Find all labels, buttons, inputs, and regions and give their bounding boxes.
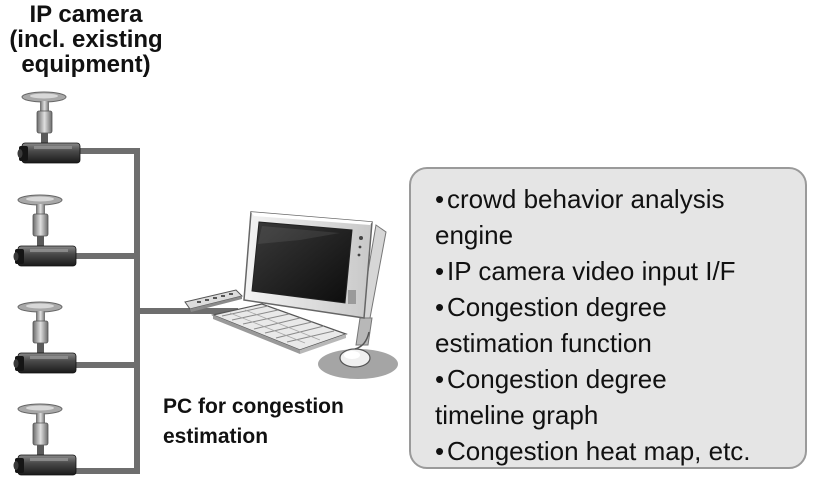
feature-text: engine <box>435 220 514 250</box>
feature-text: Congestion heat map, etc. <box>447 436 751 466</box>
feature-item-continuation: timeline graph <box>435 397 805 433</box>
feature-text: estimation function <box>435 328 652 358</box>
feature-text: Congestion degree <box>447 364 667 394</box>
keyboard-icon <box>210 303 348 354</box>
pc-label-line: estimation <box>163 425 269 448</box>
mouse-icon <box>339 331 371 368</box>
camera-label: IP camera (incl. existing equipment) <box>0 2 172 77</box>
ip-camera-icon <box>13 301 77 374</box>
feature-text: IP camera video input I/F <box>447 256 736 286</box>
camera-label-line: IP camera <box>29 1 143 28</box>
feature-item: •IP camera video input I/F <box>435 256 736 286</box>
remote-control-icon <box>184 289 243 312</box>
feature-item: •crowd behavior analysis <box>435 184 725 214</box>
feature-item: •Congestion heat map, etc. <box>435 436 751 466</box>
feature-text: timeline graph <box>435 400 599 430</box>
camera-label-line: (incl. existing <box>9 26 163 53</box>
feature-text: Congestion degree <box>447 292 667 322</box>
feature-item-continuation: engine <box>435 217 805 253</box>
desktop-computer-icon <box>243 211 398 379</box>
ip-camera-icon <box>17 91 81 164</box>
pc-label-line: PC for congestion <box>163 395 344 418</box>
feature-item: •Congestion degree <box>435 292 667 322</box>
connector-lines <box>69 148 238 474</box>
feature-item-continuation: estimation function <box>435 325 805 361</box>
ip-camera-icon <box>13 194 77 267</box>
camera-label-line: equipment) <box>21 51 151 78</box>
feature-text: crowd behavior analysis <box>447 184 725 214</box>
feature-item: •Congestion degree <box>435 364 667 394</box>
ip-camera-icon <box>13 403 77 476</box>
pc-label: PC for congestion estimation <box>163 392 344 452</box>
feature-list-box: •crowd behavior analysis engine •IP came… <box>409 167 807 469</box>
